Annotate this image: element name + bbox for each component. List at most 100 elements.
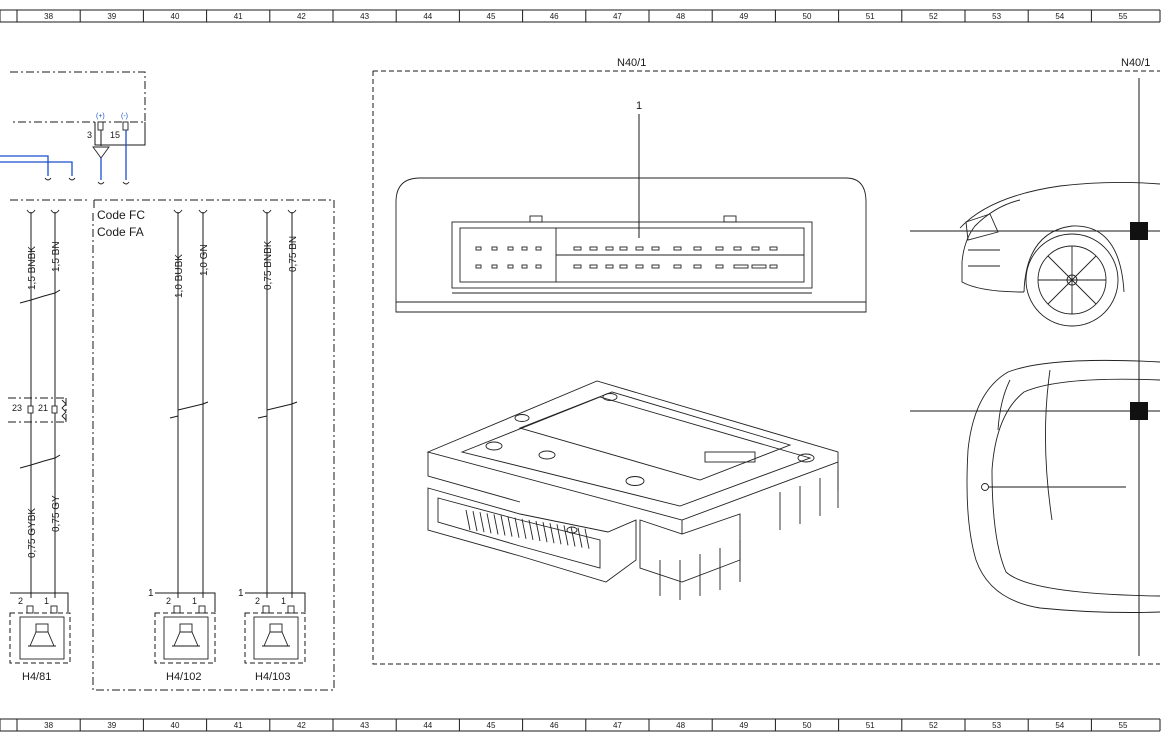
ruler-column-label: 50 (803, 12, 812, 21)
connector-pin-slot (507, 264, 514, 269)
polarity-minus: (-) (121, 113, 128, 120)
connector-pin-slot (651, 246, 660, 251)
wire-label: 0,75 GYBK (27, 508, 38, 558)
pin-label: 15 (110, 130, 120, 140)
vehicle-side-view (959, 181, 1161, 327)
chassis-ground-icon (92, 130, 110, 159)
ruler-column-label: 42 (297, 12, 306, 21)
ruler-column-label: 39 (107, 721, 116, 730)
junction-pin: 21 (38, 403, 48, 413)
ruler-column-label: 38 (44, 12, 53, 21)
connector-pin-slot (693, 264, 702, 269)
iso-connector-pin (535, 520, 541, 542)
speaker-icon (262, 623, 290, 647)
connector-pin-slot (651, 264, 660, 269)
connector-pin-slot (673, 246, 682, 251)
wire-label: 1,5 BN (51, 241, 62, 272)
wire-label: 1,5 BNBK (27, 246, 38, 290)
ruler-column-label: 46 (550, 721, 559, 730)
component-label: H4/103 (255, 671, 290, 683)
ruler-column-label: 52 (929, 12, 938, 21)
connector-pin-slot (535, 246, 542, 251)
ruler-column-label: 39 (107, 12, 116, 21)
iso-connector-pin (514, 517, 520, 538)
connector-pin-slot (769, 246, 778, 251)
h4-102-wiring: 1,0 BUBK 1,0 GN (169, 209, 210, 598)
ruler-column-label: 55 (1119, 721, 1128, 730)
ruler-column-label: 40 (171, 12, 180, 21)
wire-label: 1,0 BUBK (174, 254, 185, 298)
connector-pin-slot (635, 264, 644, 269)
connector-pin-slot (605, 264, 614, 269)
ruler-column-label: 42 (297, 721, 306, 730)
pin-label: 1 (192, 596, 197, 606)
ruler-column-label: 43 (360, 12, 369, 21)
ruler-column-label: 40 (171, 721, 180, 730)
pin-label: 2 (166, 596, 171, 606)
ruler-column-label: 41 (234, 721, 243, 730)
ruler-column-label: 49 (739, 12, 748, 21)
junction-pin: 23 (12, 403, 22, 413)
pin-label: 2 (255, 596, 260, 606)
connector-pin-slot (491, 246, 498, 251)
ref-number: 1 (238, 588, 244, 599)
ruler-column-label: 44 (423, 12, 432, 21)
vehicle-top-view (966, 359, 1161, 613)
iso-connector-pin (479, 512, 485, 533)
h4-103-wiring: 0,75 BNBK 0,75 BN (257, 209, 299, 598)
n40-1-box: N40/1 N40/1 1 (372, 57, 1160, 665)
pin-label: 2 (18, 596, 23, 606)
iso-connector-pin (577, 527, 583, 548)
ruler-column-label: 44 (423, 721, 432, 730)
connector-pin-slot (715, 264, 724, 269)
iso-connector-pin (500, 515, 506, 536)
locator-marker-icon (1130, 222, 1148, 240)
connector-pin-slot (491, 264, 498, 269)
iso-connector-pin (570, 526, 576, 547)
pin-label: 3 (87, 130, 92, 140)
connector-pin-slot (715, 246, 724, 251)
connector-pin-slot (733, 246, 742, 251)
iso-connector-pin (521, 518, 527, 539)
iso-connector-pin (563, 525, 569, 546)
code-fc: Code FC (97, 208, 145, 222)
callout-number: 1 (636, 100, 642, 112)
code-fa: Code FA (97, 225, 144, 239)
control-unit-isometric (426, 380, 839, 600)
connector-pin-slot (693, 246, 702, 251)
wire-label: 0,75 BNBK (263, 240, 274, 290)
ruler-column-label: 54 (1055, 12, 1064, 21)
connector-pin-slot (635, 246, 644, 251)
pin-label: 1 (281, 596, 286, 606)
speaker-icon (172, 623, 200, 647)
connector-pin-slot (475, 246, 482, 251)
upper-unit-box: 3 15 (+) (-) (10, 71, 146, 159)
connector-pin-slot (589, 264, 598, 269)
wire-label: 1,0 GN (199, 244, 210, 276)
connector-pin-slot (589, 246, 598, 251)
connector-pin-slot (733, 264, 749, 269)
ruler-column-label: 45 (487, 721, 496, 730)
ruler-column-label: 45 (487, 12, 496, 21)
ruler-column-label: 52 (929, 721, 938, 730)
ref-number: 1 (148, 588, 154, 599)
ruler-column-label: 47 (613, 721, 622, 730)
speaker-h4-102: 1 2 1 H4/102 (148, 588, 216, 683)
connector-pin-slot (751, 246, 760, 251)
connector-pin-slot (573, 246, 582, 251)
iso-connector-pin (584, 528, 590, 549)
ruler-column-label: 50 (803, 721, 812, 730)
speaker-icon (28, 623, 56, 647)
ruler-column-label: 55 (1119, 12, 1128, 21)
iso-connector-pin (507, 516, 513, 537)
connector-pin-slot (507, 246, 514, 251)
ruler-column-label: 41 (234, 12, 243, 21)
ruler-column-label: 43 (360, 721, 369, 730)
connector-pin-slot (521, 246, 528, 251)
ruler-column-label: 47 (613, 12, 622, 21)
ruler-column-label: 48 (676, 721, 685, 730)
connector-pin-slot (619, 264, 628, 269)
